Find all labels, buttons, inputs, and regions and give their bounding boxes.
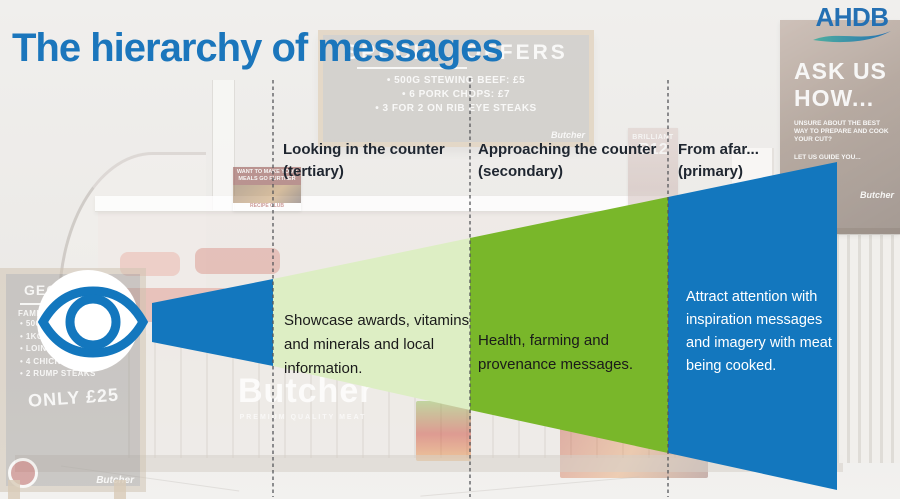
b12-poster-title: BRILLIANT: [632, 134, 674, 141]
offers-board-item: • 500G STEWING BEEF: £5: [386, 75, 526, 86]
counter-food-poster: [416, 401, 471, 461]
stage-sublabel: (tertiary): [283, 163, 344, 180]
stage-message-primary: Attract attention with inspiration messa…: [686, 289, 832, 374]
offers-board-item: • 3 FOR 2 ON RIB EYE STEAKS: [375, 103, 537, 114]
door-frame: [212, 80, 235, 210]
stage-label-secondary: Approaching the counter (secondary): [478, 139, 664, 183]
meals-poster-title: WANT TO MAKE YOUR MEALS GO FURTHER: [233, 167, 301, 185]
stage-sublabel: (secondary): [478, 163, 564, 180]
stage-label-line: Approaching the counter: [478, 141, 657, 158]
meals-poster-footer: RECIPE CLUB: [250, 203, 284, 209]
offers-board-underline: [357, 67, 467, 69]
ask-poster-subtext: UNSURE ABOUT THE BEST WAY TO PREPARE AND…: [794, 120, 889, 143]
board-leg: [8, 480, 20, 499]
counter-base: [15, 455, 843, 472]
stage-sublabel: (primary): [678, 163, 744, 180]
stage-label-line: From afar...: [678, 141, 759, 158]
left-board-item: • 2 RUMP STEAKS: [20, 369, 96, 378]
funnel-tip-shape: [152, 279, 273, 366]
ahdb-logo: AHDB: [812, 2, 892, 49]
stage-message-tertiary: Showcase awards, vitamins and minerals a…: [284, 312, 470, 377]
stage-label-tertiary: Looking in the counter (tertiary): [283, 139, 469, 183]
meals-poster-photo: [233, 185, 301, 203]
stage-message-secondary: Health, farming and provenance messages.: [478, 332, 634, 373]
funnel-stage-primary-shape: [668, 162, 837, 490]
meat-tray: [120, 252, 180, 276]
ask-poster-subtext2: LET US GUIDE YOU...: [794, 154, 861, 161]
board-leg: [114, 480, 126, 499]
ask-poster-brand: Butcher: [859, 190, 894, 200]
ask-poster-line1: ASK US: [794, 58, 887, 84]
offers-board-title: SPECIAL OFFERS: [344, 41, 568, 64]
offers-board-item: • 6 PORK CHOPS: £7: [401, 89, 511, 100]
stage-label-primary: From afar... (primary): [678, 139, 828, 183]
meat-tray: [195, 248, 280, 274]
eye-icon: [37, 270, 149, 372]
funnel-stage-tertiary-shape: [273, 238, 470, 410]
counter-brand-tagline: PREMIUM QUALITY MEAT: [239, 414, 367, 421]
ahdb-logo-text: AHDB: [815, 2, 889, 32]
page-title: The hierarchy of messages: [12, 26, 504, 70]
meals-poster: WANT TO MAKE YOUR MEALS GO FURTHER RECIP…: [233, 167, 301, 211]
wainscot-panelling: [836, 235, 900, 463]
offers-board-brand: Butcher: [550, 130, 585, 140]
stage-label-line: Looking in the counter: [283, 141, 445, 158]
logo-wave-icon: [813, 31, 891, 43]
ask-poster-line2: HOW...: [794, 85, 875, 111]
funnel-stage-secondary-shape: [470, 197, 668, 453]
special-offers-board: SPECIAL OFFERS • 500G STEWING BEEF: £5 •…: [318, 30, 594, 147]
b12-poster-subtitle: B12: [638, 141, 668, 158]
